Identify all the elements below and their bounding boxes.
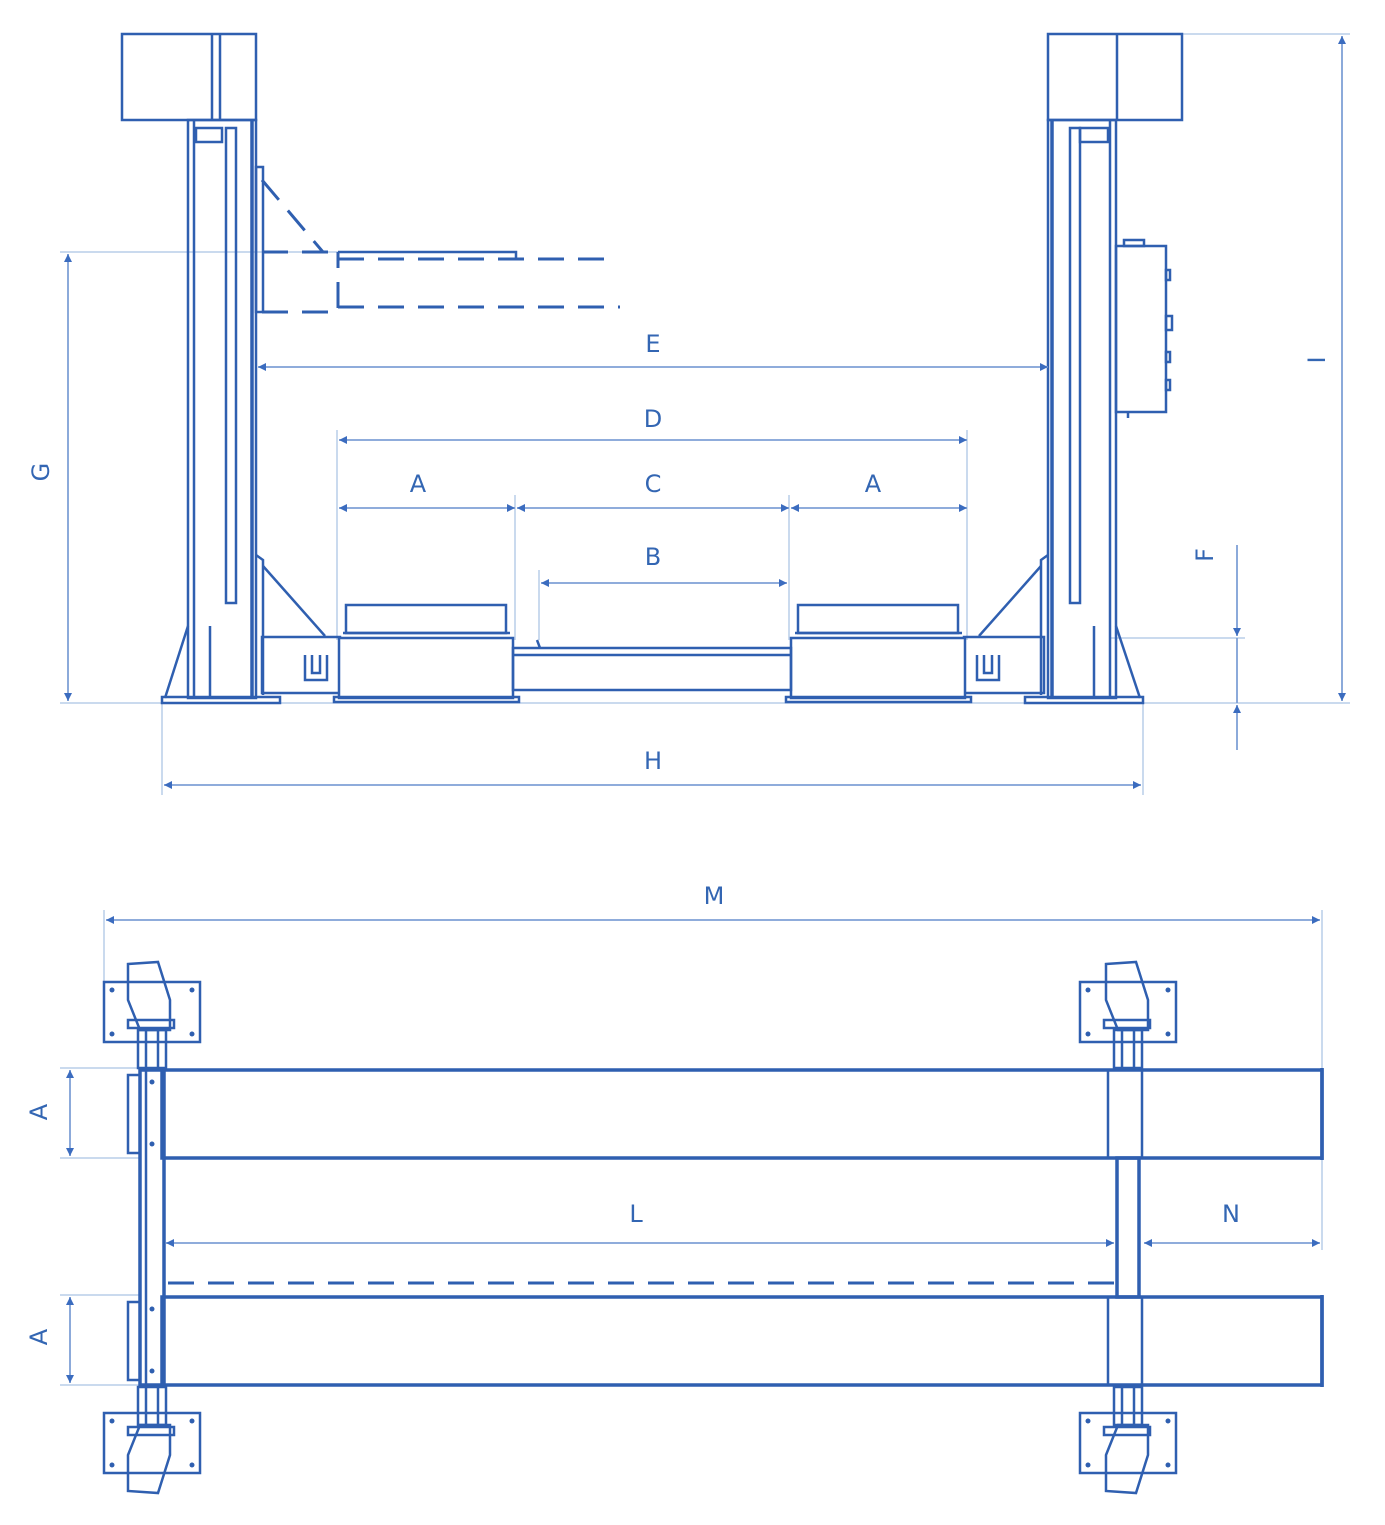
crossbeams bbox=[126, 1068, 1141, 1387]
raised-platform-outline bbox=[260, 179, 620, 314]
front-dimension-lines bbox=[64, 36, 1346, 789]
label-c: C bbox=[645, 470, 662, 498]
crossbeam-assembly bbox=[260, 603, 1046, 704]
post-bottom-left bbox=[102, 1385, 202, 1495]
label-g: G bbox=[27, 463, 55, 482]
top-view: M L N A A bbox=[25, 882, 1324, 1495]
label-i: I bbox=[1303, 356, 1331, 363]
label-a-right: A bbox=[865, 470, 882, 498]
label-m: M bbox=[704, 882, 725, 910]
top-dimension-lines bbox=[66, 916, 1320, 1383]
label-d: D bbox=[644, 405, 662, 433]
label-e: E bbox=[645, 330, 660, 358]
label-b: B bbox=[645, 543, 661, 571]
runways bbox=[160, 1068, 1324, 1387]
front-view: E D A C A B G I F H bbox=[27, 32, 1350, 795]
post-bottom-right bbox=[1078, 1385, 1178, 1495]
label-l: L bbox=[629, 1200, 643, 1228]
post-top-right bbox=[1078, 960, 1178, 1070]
left-column bbox=[120, 32, 326, 705]
right-column bbox=[978, 32, 1184, 705]
label-f: F bbox=[1191, 548, 1219, 562]
label-a-top: A bbox=[25, 1103, 53, 1120]
label-a-left: A bbox=[410, 470, 427, 498]
label-n: N bbox=[1222, 1200, 1240, 1228]
post-top-left bbox=[102, 960, 202, 1070]
label-h: H bbox=[644, 747, 662, 775]
label-a-bottom: A bbox=[25, 1328, 53, 1345]
